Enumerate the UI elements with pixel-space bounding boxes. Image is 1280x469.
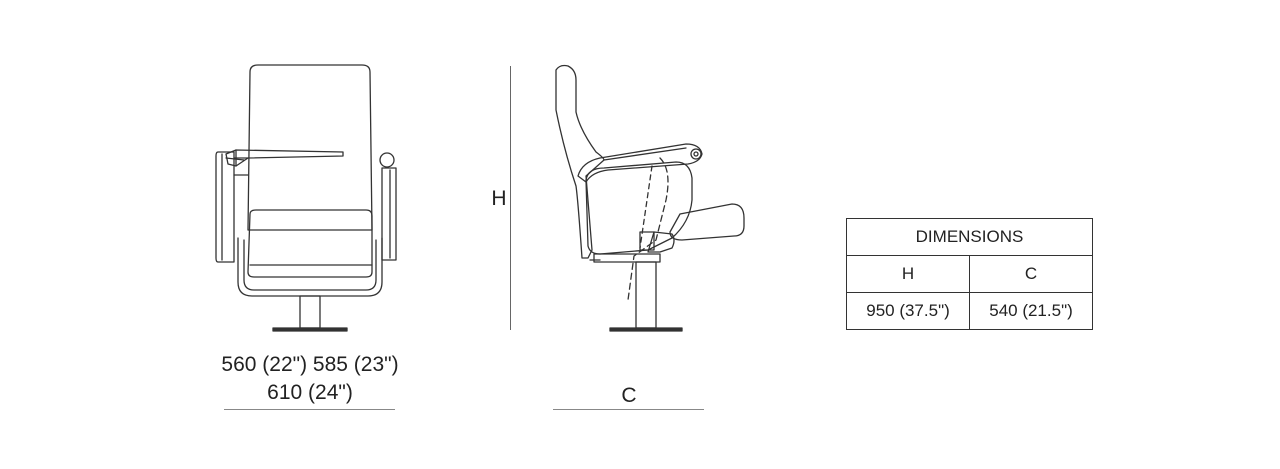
dimensions-value-row: 950 (37.5") 540 (21.5")	[846, 292, 1093, 330]
front-pedestal-column	[299, 295, 321, 329]
dimensions-value-c: 540 (21.5")	[969, 292, 1093, 330]
side-backrest	[555, 64, 605, 259]
dimensions-header-c: C	[969, 255, 1093, 293]
front-left-armrest	[215, 151, 235, 263]
height-label: H	[491, 187, 507, 210]
front-writing-tablet	[225, 149, 344, 167]
side-armrest-pivot	[690, 148, 702, 160]
dimensions-title-row: DIMENSIONS	[846, 218, 1093, 256]
front-right-armrest	[381, 167, 397, 261]
depth-label: C	[621, 384, 637, 407]
front-seat-frame	[237, 237, 383, 297]
side-pedestal-column	[635, 261, 657, 329]
front-backrest	[247, 64, 373, 231]
dimensions-header-row: H C	[846, 255, 1093, 293]
dimensions-table: DIMENSIONS H C 950 (37.5") 540 (21.5")	[846, 218, 1093, 330]
side-tablet-handle	[639, 231, 655, 251]
dimensions-title: DIMENSIONS	[846, 218, 1093, 256]
side-seat-body	[585, 161, 693, 255]
side-seat-cushion	[669, 203, 745, 241]
front-seat-cushion	[247, 209, 373, 278]
front-right-knob	[379, 152, 395, 168]
front-width-rule	[224, 409, 395, 410]
side-base-plate	[609, 327, 683, 332]
front-view-chair	[215, 64, 397, 332]
front-width-sizes-extra: 610 (24")	[267, 381, 353, 404]
side-tablet-folded	[627, 157, 669, 301]
dimensions-value-h: 950 (37.5")	[846, 292, 970, 330]
dimensions-header-h: H	[846, 255, 970, 293]
front-base-plate	[272, 327, 348, 332]
height-rule	[510, 66, 511, 330]
depth-rule	[553, 409, 704, 410]
side-pivot-bracket	[647, 231, 675, 253]
side-armrest	[577, 143, 703, 183]
side-view-chair	[555, 64, 745, 332]
front-width-sizes: 560 (22") 585 (23")	[221, 353, 399, 376]
